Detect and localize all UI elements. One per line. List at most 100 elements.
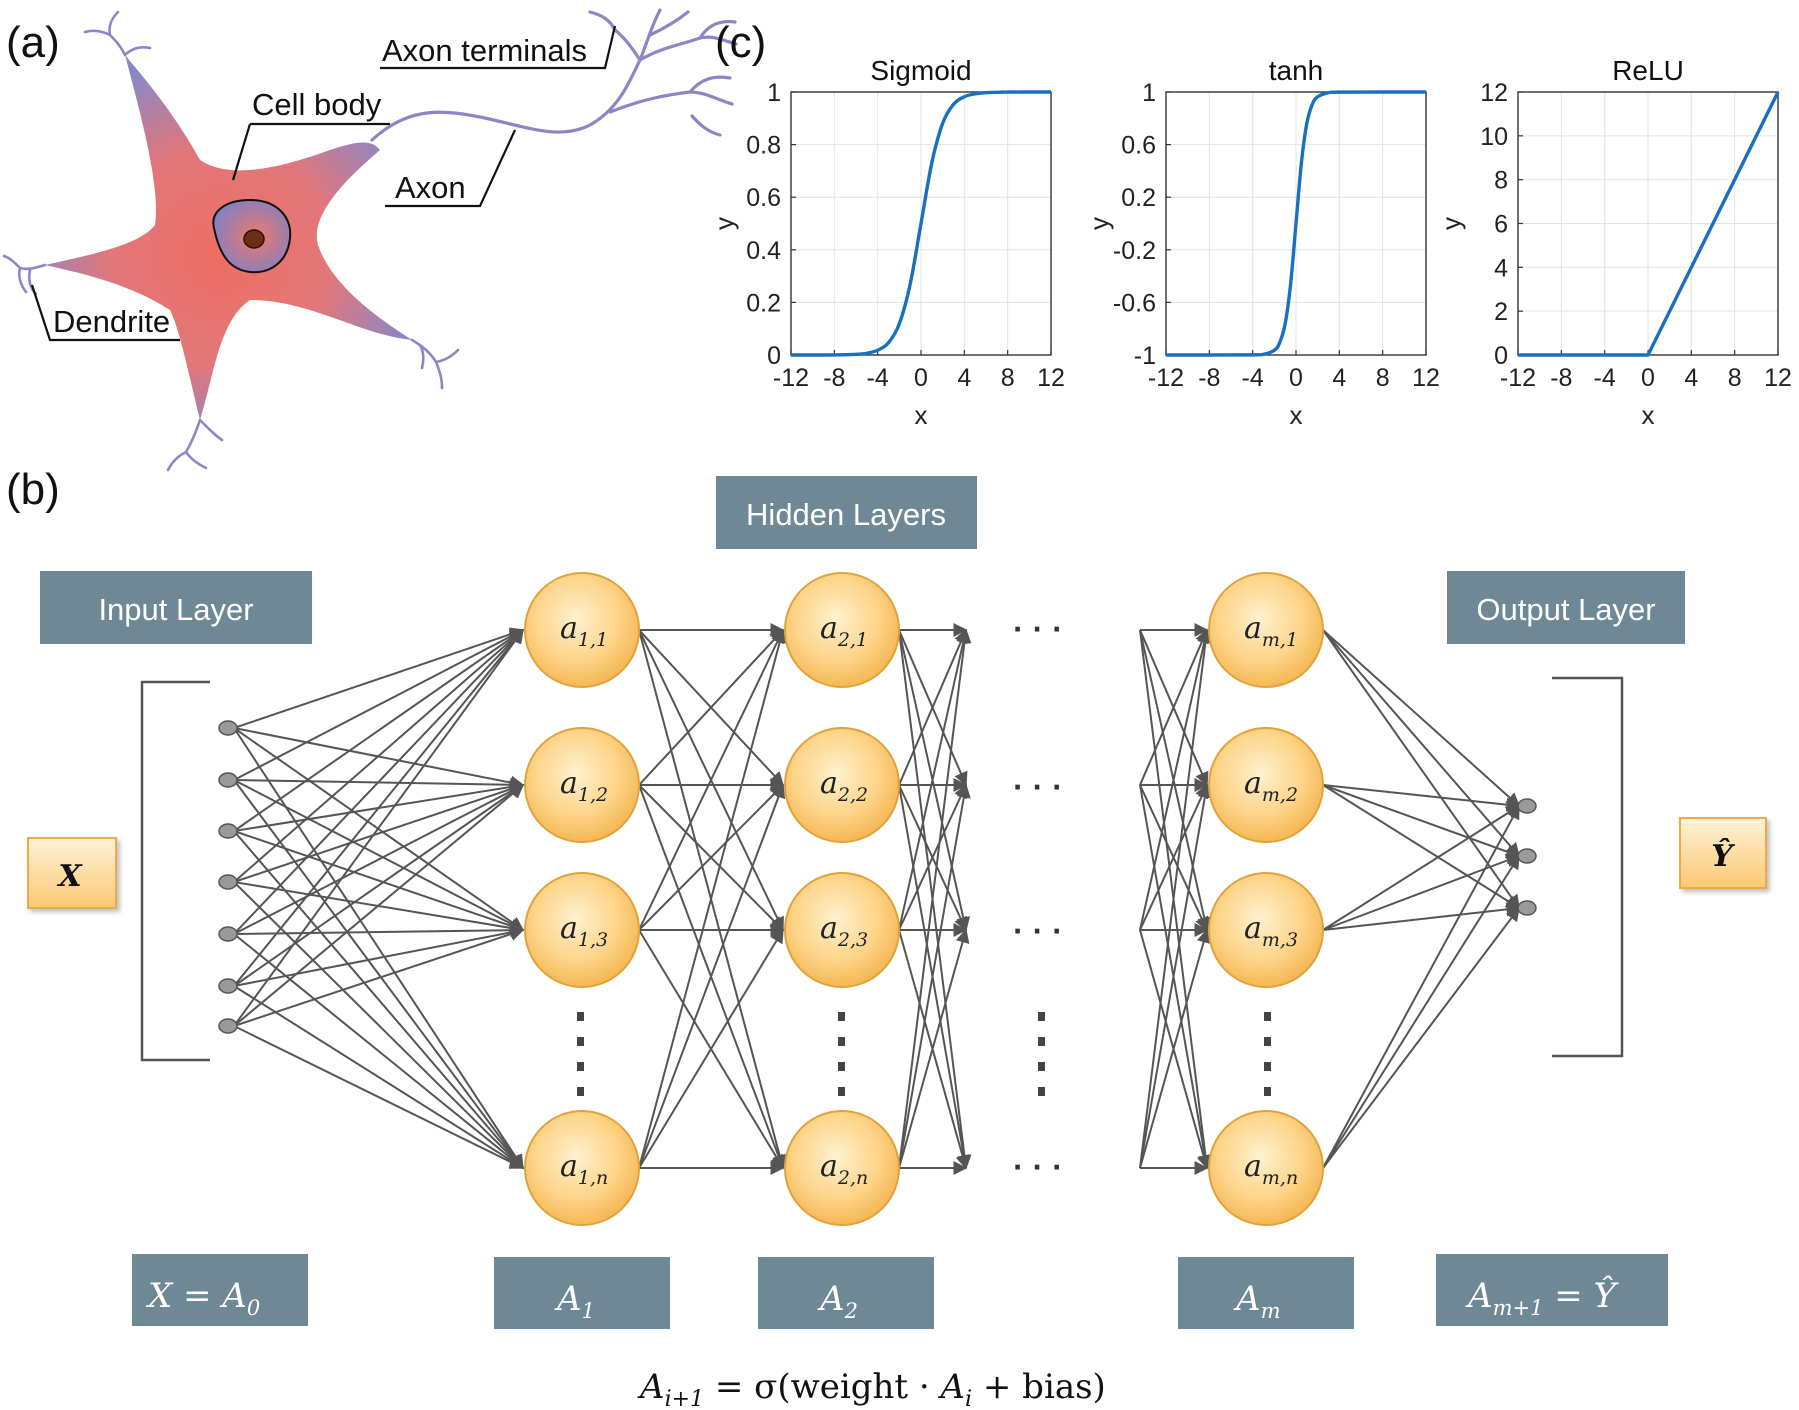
neuron-label: am,n [1244,1149,1298,1189]
layer-label-output-main: A [1465,1276,1493,1316]
neuron-node [1208,1110,1324,1226]
connection-edge [1322,854,1520,1169]
label-dendrite: Dendrite [53,304,170,339]
connection-edge [1322,805,1521,931]
output-bracket [1552,676,1624,1058]
chart-title: Sigmoid [870,55,971,86]
panel-label-a: (a) [6,18,60,67]
formula-a-sub: i [965,1387,972,1410]
label-axon-terminals: Axon terminals [382,33,587,68]
x-tick-label: -8 [823,364,845,392]
x-tick-label: 8 [1376,364,1390,392]
connection-edge [233,925,525,987]
vertical-ellipsis-dot [838,1012,845,1021]
vertical-ellipsis-dot [1264,1037,1271,1046]
neuron-label-sub: m,2 [1262,784,1298,806]
x-tick-label: 8 [1728,364,1742,392]
connection-edge [1139,628,1213,1169]
y-tick-label: 10 [1480,123,1508,151]
panel-label-b: (b) [6,465,60,514]
y-tick-label: 0.6 [1121,132,1156,160]
layer-box-input: X = A0 [132,1254,308,1326]
vertical-ellipsis-dot [1038,1087,1045,1096]
neuron-label-main: a [560,911,578,946]
y-tick-label: 1 [767,79,781,107]
horizontal-ellipsis: · · · [1013,913,1063,949]
neuron-label-sub: 1,n [578,1167,608,1189]
connection-edge [638,628,787,1169]
neuron-label-main: a [1244,611,1262,646]
connection-edge [233,779,524,1170]
vertical-ellipsis-dot [577,1037,584,1046]
formula-lhs-sub: i+1 [665,1387,704,1410]
y-tick-label: -0.2 [1113,237,1156,265]
y-tick-label: 1 [1142,79,1156,107]
axon [370,8,738,142]
label-axon: Axon [395,170,466,205]
connection-edge [638,928,784,1169]
neuron-node [784,572,900,688]
connection-edge [638,783,786,1169]
neuron-label-sub: 2,n [837,1167,868,1189]
y-hat-box [1679,817,1767,889]
series-line [1165,90,1427,357]
x-tick-label: 12 [1764,364,1792,392]
connection-edge [233,784,525,935]
x-axis-label: x [1290,400,1303,430]
x-axis-label: x [915,400,928,430]
input-node [218,823,238,839]
neuron-node [784,872,900,988]
neuron-label-sub: 2,3 [837,929,868,951]
connection-edge [1139,628,1209,786]
vertical-ellipsis-dot [1038,1012,1045,1021]
layer-label-input-main: X = A [145,1276,247,1316]
nucleolus [243,229,265,249]
y-tick-label: 0 [1494,342,1508,370]
connection-edge [233,629,525,883]
horizontal-ellipsis: · · · [1013,1149,1063,1185]
connection-edge [1322,629,1520,910]
x-tick-label: 12 [1037,364,1065,392]
layer-label-am-sub: m [1261,1299,1281,1323]
svg-text:Am: Am [1233,1279,1280,1323]
neuron-node [524,1110,640,1226]
neural-network-diagram: (b) Hidden Layers Input Layer Output Lay… [6,465,1767,1410]
x-tick-label: -8 [1198,364,1220,392]
connection-edge [1139,628,1212,931]
connection-edge [898,628,968,786]
vertical-ellipsis-dot [838,1087,845,1096]
neuron-node [524,572,640,688]
dendrites [2,10,460,472]
x-tick-label: 8 [1001,364,1015,392]
vertical-ellipsis-dot [1264,1087,1271,1096]
neuron-label-main: a [820,1149,838,1184]
y-tick-label: 12 [1480,79,1508,107]
chart-title: ReLU [1612,55,1684,86]
connection-edge [233,784,525,987]
panel-label-c: (c) [715,18,766,67]
chart-title: tanh [1269,55,1324,86]
input-layer-box: Input Layer [40,571,312,644]
connection-edge [898,783,968,931]
y-axis-label: y [1436,217,1466,230]
connection-edge [1322,906,1520,1169]
svg-text:Am+1 = Ŷ: Am+1 = Ŷ [1465,1275,1620,1320]
neuron-label-main: a [560,1149,578,1184]
x-tick-label: -8 [1550,364,1572,392]
y-tick-label: 0.6 [746,184,781,212]
connection-edge [1322,784,1521,859]
vertical-ellipsis-dot [1264,1012,1271,1021]
x-tick-label: -12 [1500,364,1536,392]
y-tick-label: 2 [1494,298,1508,326]
connection-edge [1322,629,1521,807]
layer-label-output-sub: m+1 [1493,1296,1544,1320]
neuron-label-main: a [560,766,578,801]
hidden-layers-label: Hidden Layers [746,497,946,532]
svg-text:X = A0: X = A0 [145,1276,260,1320]
connection-edge [638,628,784,786]
input-node [218,720,238,736]
formula-rhs: + bias) [972,1367,1106,1407]
connection-edge [233,782,525,883]
